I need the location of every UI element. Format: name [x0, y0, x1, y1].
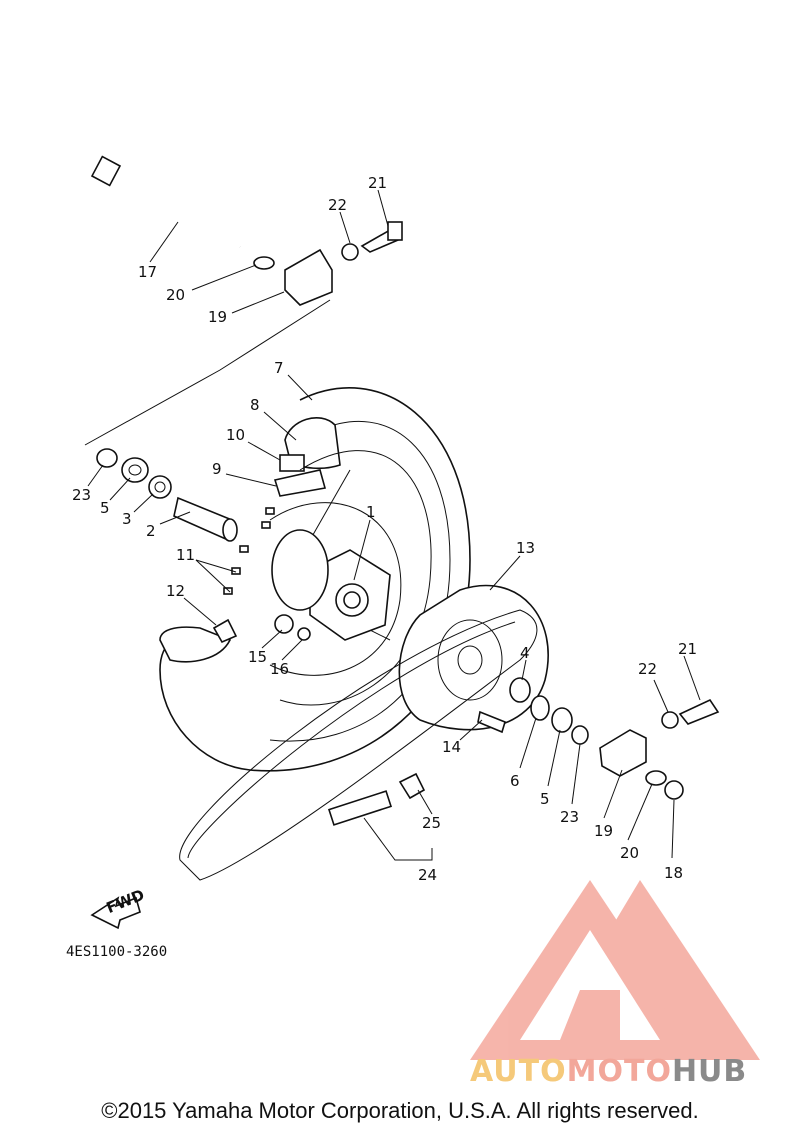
callout-25: 25 — [422, 814, 441, 832]
callout-14: 14 — [442, 738, 461, 756]
callout-5-left: 5 — [100, 499, 110, 517]
callout-6: 6 — [510, 772, 520, 790]
callout-7: 7 — [274, 359, 284, 377]
bolts-11 — [223, 507, 275, 595]
callout-22-top: 22 — [328, 196, 347, 214]
washer-16 — [297, 627, 311, 641]
callout-20-top: 20 — [166, 286, 185, 304]
leader-line-axle — [84, 299, 331, 446]
callout-1: 1 — [366, 503, 376, 521]
nut-22-top — [341, 243, 359, 261]
callout-labels: 17 20 19 22 21 7 8 10 9 23 5 3 2 1 11 12… — [72, 174, 697, 884]
callout-15: 15 — [248, 648, 267, 666]
hub-1 — [309, 549, 391, 641]
axle-17 — [90, 155, 242, 250]
callout-23-right: 23 — [560, 808, 579, 826]
callout-10: 10 — [226, 426, 245, 444]
bolt-14 — [477, 710, 506, 734]
chain-joint-25 — [398, 772, 426, 800]
callout-2: 2 — [146, 522, 156, 540]
collar-4 — [509, 677, 531, 703]
leader-lines — [87, 189, 701, 861]
fwd-arrow-icon: FWD — [90, 886, 147, 930]
callout-13: 13 — [516, 539, 535, 557]
drive-chain-24 — [179, 609, 538, 881]
watermark-auto: AUTO — [470, 1054, 567, 1089]
callout-4: 4 — [520, 644, 530, 662]
callout-23-left: 23 — [72, 486, 91, 504]
hub-left-side — [271, 529, 329, 611]
callout-5-right: 5 — [540, 790, 550, 808]
callout-20-right: 20 — [620, 844, 639, 862]
oil-seal-5-left — [121, 457, 149, 483]
valve-12 — [212, 618, 238, 644]
callout-16: 16 — [270, 660, 289, 678]
circlip-6 — [530, 695, 550, 721]
callout-19-top: 19 — [208, 308, 227, 326]
washer-20-right — [645, 770, 667, 786]
chain-puller-19-top — [284, 248, 333, 306]
rim-band-10 — [279, 454, 305, 472]
callout-9: 9 — [212, 460, 222, 478]
nut-18 — [664, 780, 684, 800]
washer-20-top — [253, 256, 275, 270]
callout-8: 8 — [250, 396, 260, 414]
rim-band-9 — [273, 469, 327, 497]
watermark-hub: HUB — [671, 1054, 748, 1089]
nut-15 — [274, 614, 294, 634]
bolt-21-head-top — [387, 221, 403, 241]
callout-12: 12 — [166, 582, 185, 600]
spacer-2-end — [222, 518, 238, 542]
callout-22-right: 22 — [638, 660, 657, 678]
callout-17: 17 — [138, 263, 157, 281]
diagram-code: 4ES1100-3260 — [66, 944, 167, 960]
callout-21-right: 21 — [678, 640, 697, 658]
nut-22-right — [661, 711, 679, 729]
copyright-notice: ©2015 Yamaha Motor Corporation, U.S.A. A… — [101, 1098, 699, 1123]
callout-24: 24 — [418, 866, 437, 884]
watermark-moto: MOTO — [566, 1054, 672, 1089]
callout-11: 11 — [176, 546, 195, 564]
callout-3: 3 — [122, 510, 132, 528]
spacer-23-left — [96, 448, 118, 468]
callout-18: 18 — [664, 864, 683, 882]
watermark-logo — [470, 880, 760, 1060]
bearing-3-inner — [154, 481, 166, 493]
chain-puller-19-right — [599, 729, 647, 777]
oil-seal-5-left-inner — [128, 464, 142, 476]
watermark-wordmark: AUTOMOTOHUB — [470, 1054, 747, 1089]
bearing-3 — [148, 475, 172, 499]
callout-21-top: 21 — [368, 174, 387, 192]
callout-19-right: 19 — [594, 822, 613, 840]
oil-seal-5-right — [551, 707, 573, 733]
bolt-21-right — [678, 698, 720, 725]
spacer-23-right — [571, 725, 589, 745]
